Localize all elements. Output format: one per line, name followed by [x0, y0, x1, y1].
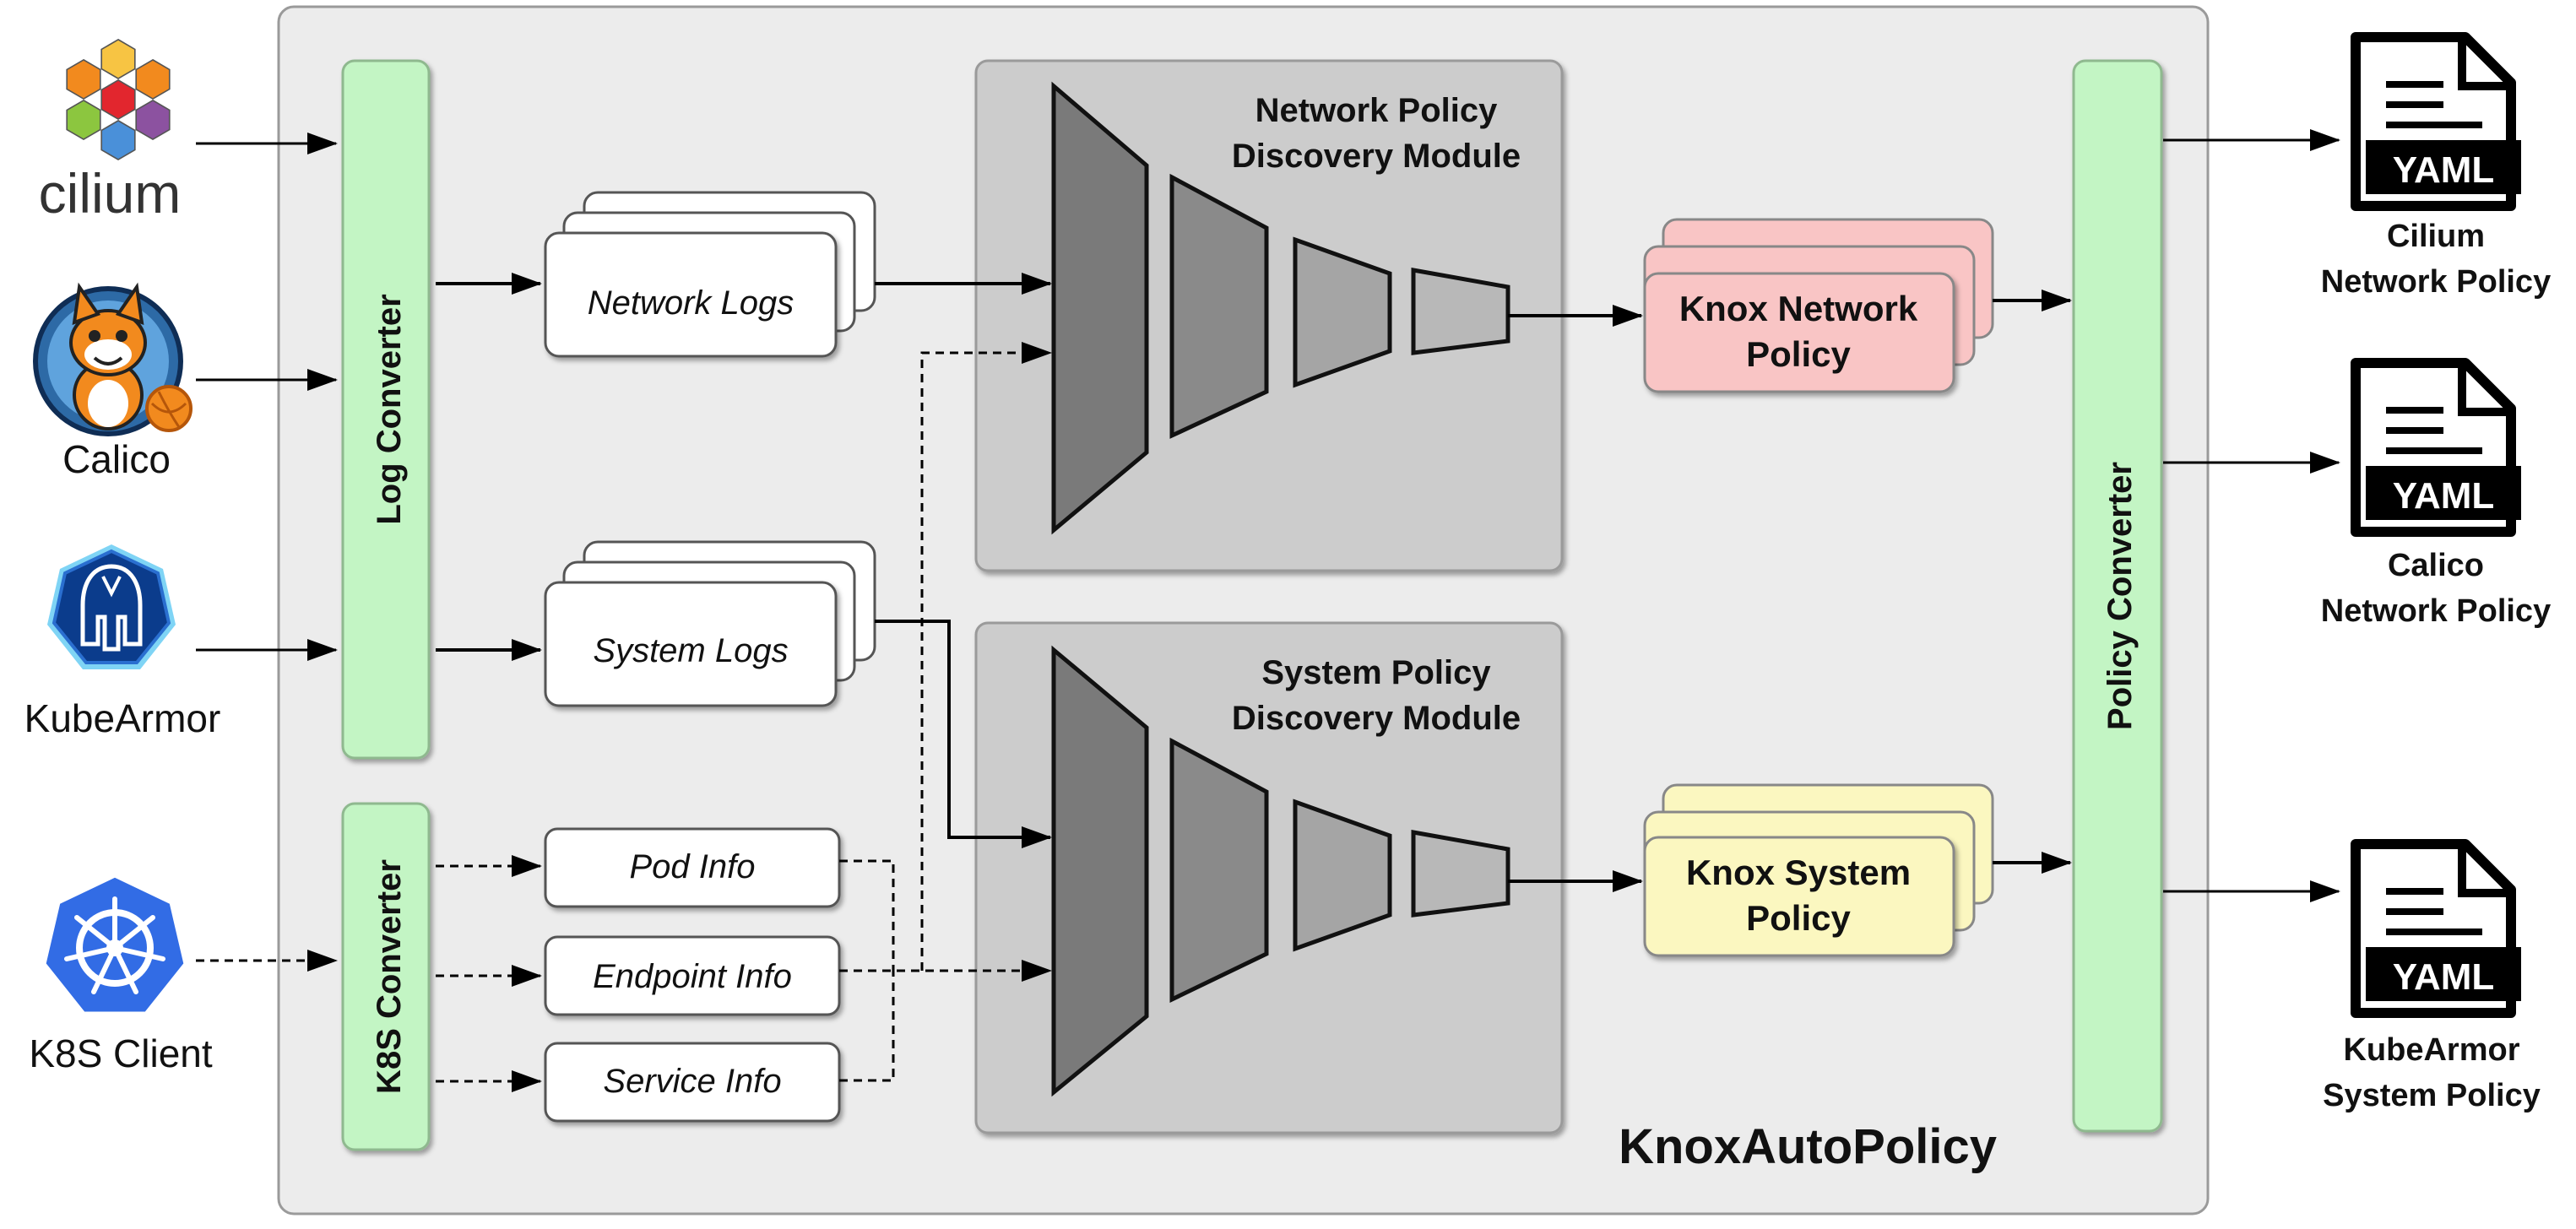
kubearmor-system-policy-line2: System Policy	[2323, 1078, 2541, 1113]
knox-network-policy-line2: Policy	[1746, 334, 1851, 374]
yaml-badge-text: YAML	[2393, 956, 2495, 998]
k8s-converter-box	[341, 802, 431, 1151]
knox-system-policy-stack: Knox System Policy	[1643, 783, 1994, 957]
k8s-converter-label: K8S Converter	[371, 859, 408, 1094]
endpoint-info-label: Endpoint Info	[593, 958, 792, 995]
source-arrows	[196, 133, 338, 972]
system-module-title-line1: System Policy	[1261, 654, 1491, 691]
knox-network-policy-stack: Knox Network Policy	[1643, 218, 1994, 393]
yaml-document-icon: YAML	[2351, 32, 2521, 211]
module-input-arrows	[875, 273, 1052, 848]
yaml-document-icon: YAML	[2351, 839, 2521, 1018]
log-converter-label: Log Converter	[371, 294, 408, 524]
k8s-info-merge-lines	[839, 342, 1052, 1082]
policy-output-arrows	[2163, 129, 2340, 902]
policy-converter-input-arrows	[1993, 290, 2072, 874]
system-funnel-layers	[1051, 645, 1510, 1097]
k8s-client-label: K8S Client	[29, 1031, 213, 1075]
pod-info-box: Pod Info	[544, 827, 841, 908]
cilium-label: cilium	[39, 162, 182, 225]
service-info-label: Service Info	[603, 1063, 781, 1100]
calico-label: Calico	[62, 437, 171, 481]
calico-network-policy-line2: Network Policy	[2321, 593, 2551, 629]
network-funnel-layers	[1051, 81, 1510, 535]
policy-converter-label: Policy Converter	[2101, 462, 2139, 730]
system-logs-stack: System Logs	[544, 540, 876, 707]
cilium-hexagon-logo-icon	[66, 38, 171, 161]
kubearmor-label: KubeArmor	[24, 696, 221, 740]
knox-system-policy-line2: Policy	[1746, 898, 1851, 938]
knoxautopolicy-title: KnoxAutoPolicy	[1619, 1119, 1997, 1174]
network-module-title-line2: Discovery Module	[1232, 138, 1521, 175]
yaml-badge-text: YAML	[2393, 149, 2495, 191]
network-module-title-line1: Network Policy	[1255, 92, 1499, 129]
log-converter-box	[341, 59, 431, 760]
pod-info-label: Pod Info	[629, 848, 755, 885]
cilium-network-policy-line2: Network Policy	[2321, 264, 2551, 300]
cilium-network-policy-line1: Cilium	[2387, 219, 2485, 254]
endpoint-info-box: Endpoint Info	[544, 935, 841, 1016]
yaml-document-icon: YAML	[2351, 358, 2521, 537]
service-info-box: Service Info	[544, 1042, 841, 1123]
module-output-arrows	[1508, 305, 1643, 892]
calico-network-policy-line1: Calico	[2388, 548, 2484, 583]
kubearmor-helmet-logo-icon	[47, 544, 176, 669]
kubearmor-system-policy-line1: KubeArmor	[2343, 1032, 2519, 1068]
log-flow-arrows	[436, 273, 542, 661]
knox-system-policy-line1: Knox System	[1686, 853, 1911, 892]
k8s-info-arrows	[436, 855, 542, 1092]
system-logs-label: System Logs	[593, 632, 788, 669]
policy-converter-box	[2072, 59, 2163, 1133]
yaml-badge-text: YAML	[2393, 475, 2495, 517]
system-module-title-line2: Discovery Module	[1232, 700, 1521, 737]
knox-network-policy-line1: Knox Network	[1679, 289, 1918, 328]
network-logs-label: Network Logs	[588, 284, 794, 322]
network-logs-stack: Network Logs	[544, 191, 876, 358]
calico-cat-logo-icon	[33, 282, 193, 436]
kubernetes-wheel-logo-icon	[41, 873, 188, 1016]
